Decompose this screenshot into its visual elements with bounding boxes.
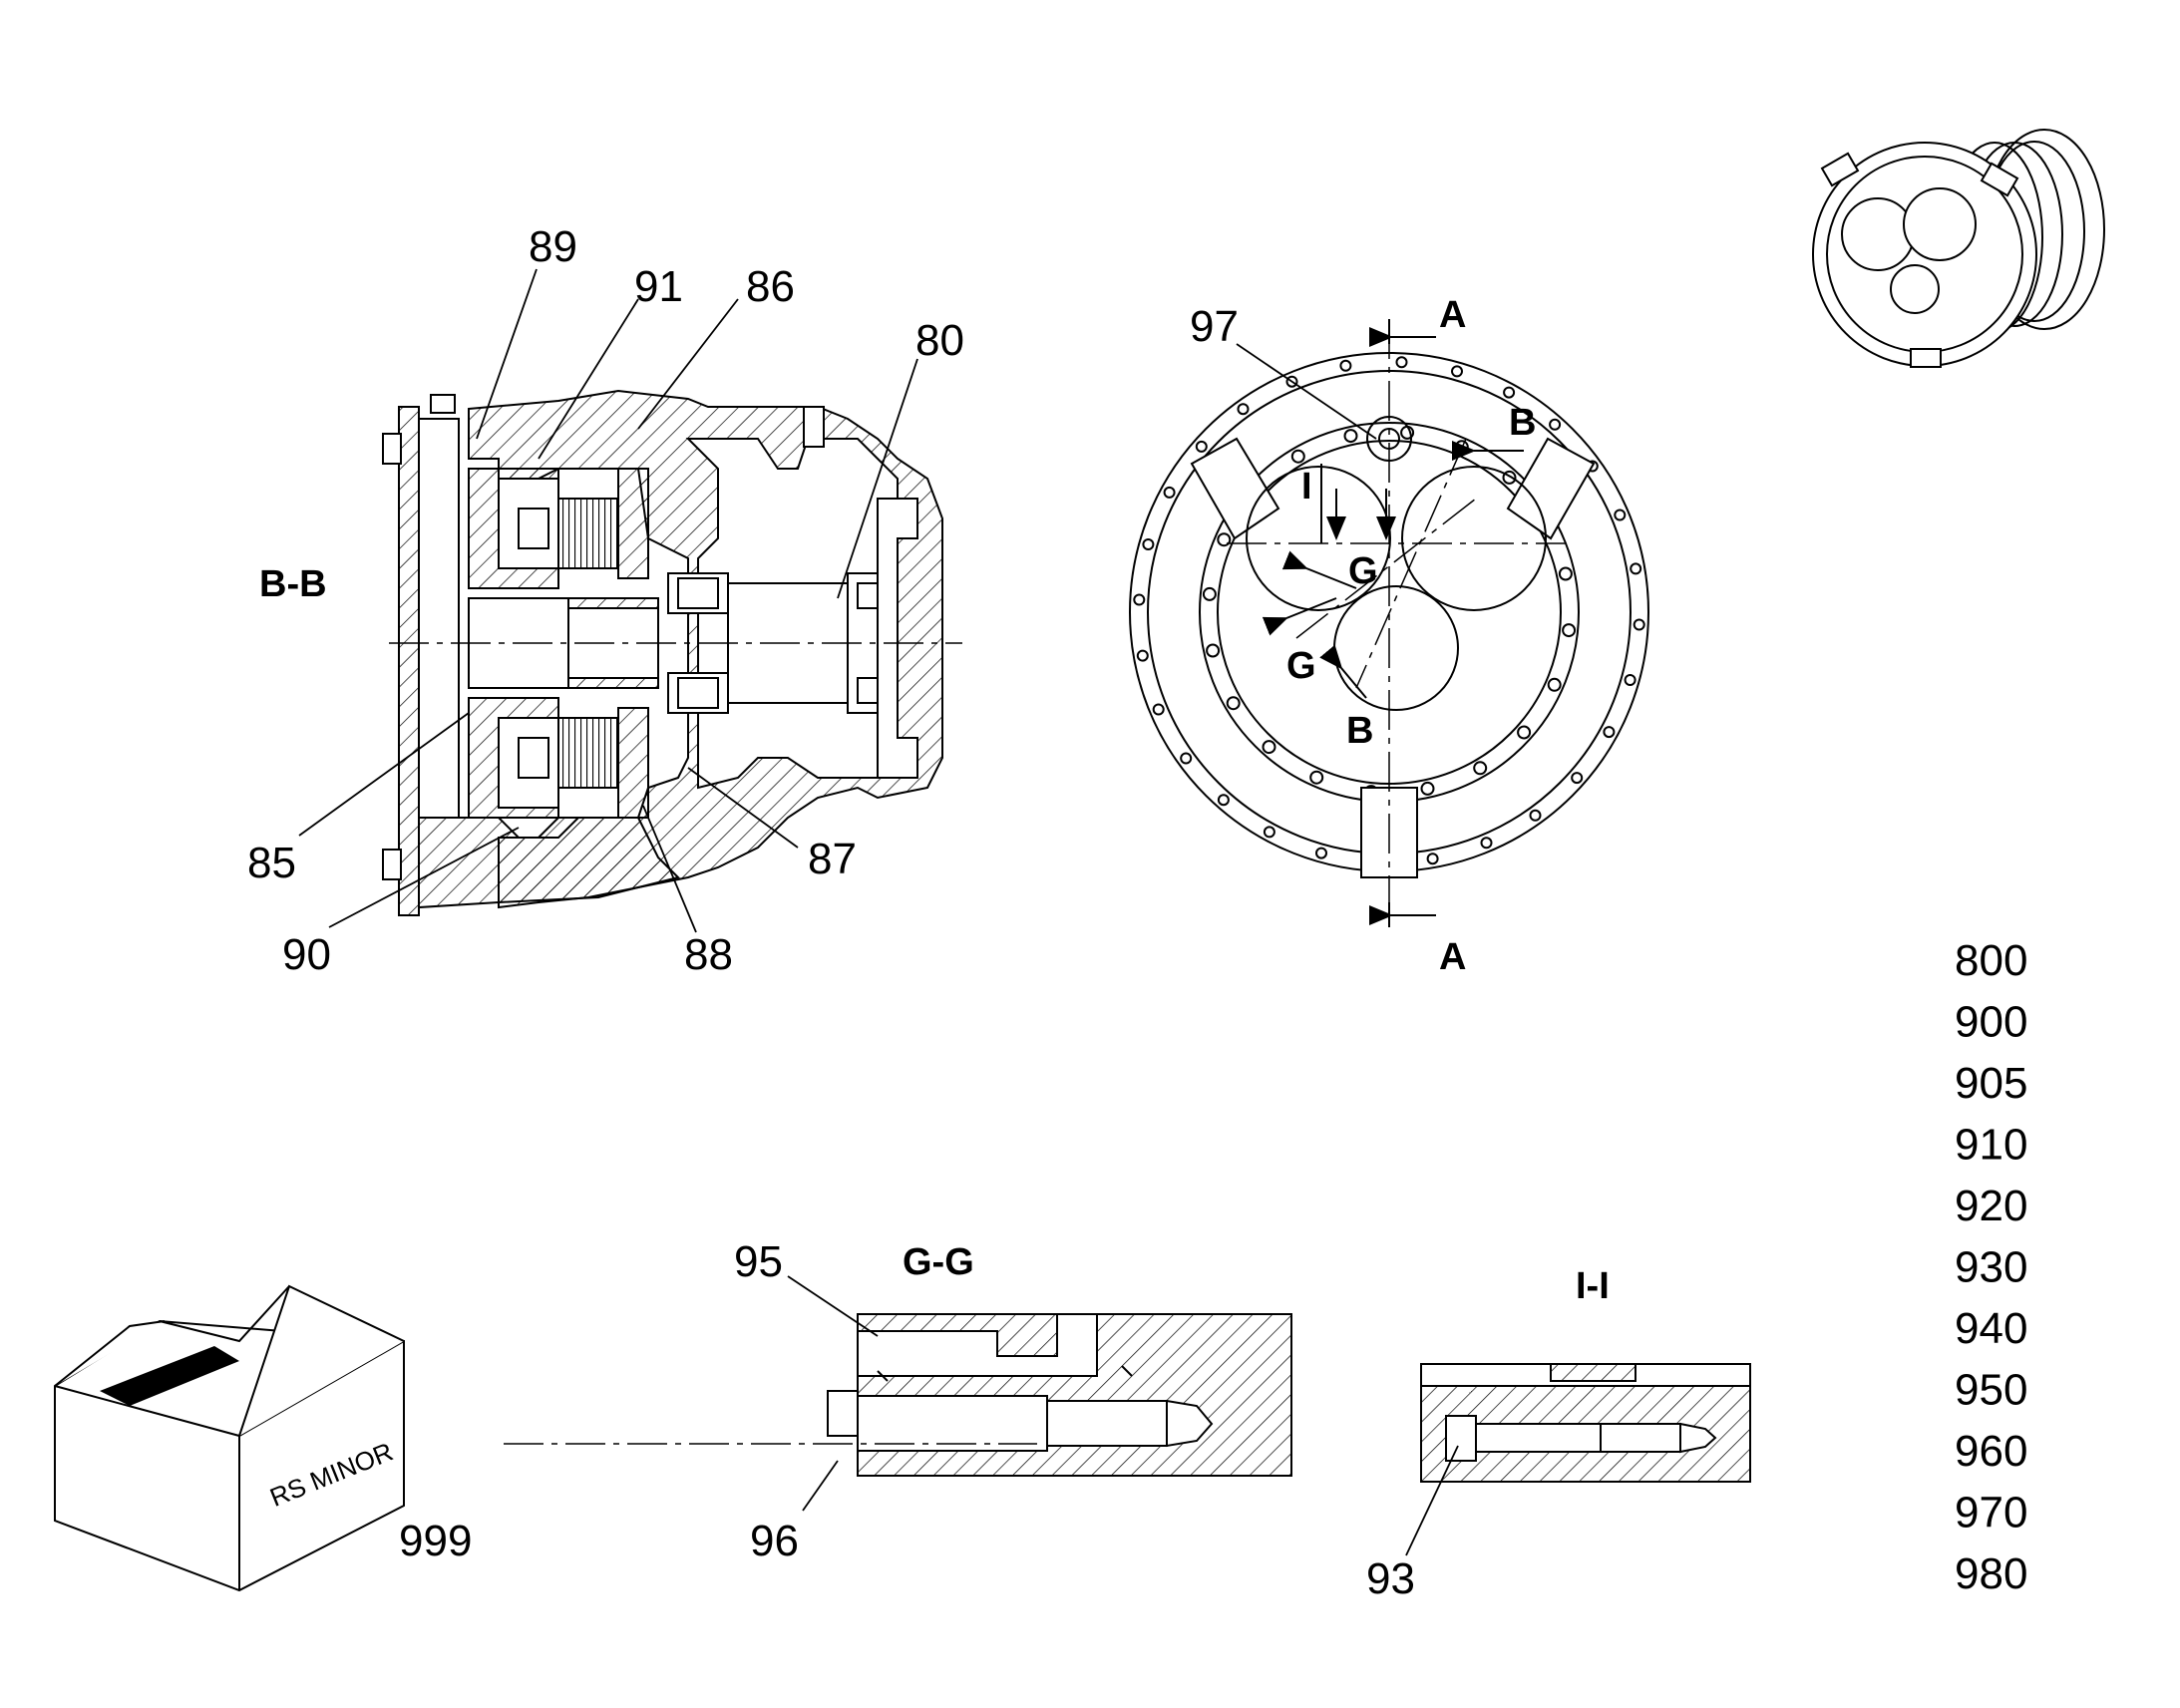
bolt-hole [1562,623,1577,638]
section-gg-view [504,1275,1292,1512]
section-bb-view [298,268,962,933]
part-number-item: 960 [1955,1427,2027,1476]
bolt-hole [1547,677,1562,692]
bolt-hole [1202,586,1217,601]
bolt-hole [1262,740,1276,755]
outer-bolt-holes [1133,356,1645,868]
bolt-hole [1315,847,1327,859]
bolt-hole [1206,643,1221,658]
package-box-icon [54,1284,405,1592]
part-number-item: 950 [1955,1366,2027,1415]
bolt-hole [1152,703,1165,716]
part-number-item: 905 [1955,1059,2027,1108]
callout-999: 999 [399,1517,472,1565]
callout-93: 93 [1366,1554,1415,1603]
bolt-hole [1603,726,1616,739]
section-ii-view [1405,1363,1751,1556]
callout-88: 88 [684,930,733,979]
bolt-hole [1517,725,1532,740]
bolt-hole [1480,837,1493,850]
bolt-hole [1142,538,1155,550]
bolt-hole [1217,794,1230,807]
part-number-item: 970 [1955,1489,2027,1537]
callout-80: 80 [915,316,964,365]
bolt-hole [1163,486,1176,499]
bolt-hole [1226,696,1241,711]
bolt-hole [1420,781,1435,796]
part-number-item: 920 [1955,1182,2027,1230]
section-label-bb: B-B [259,563,327,605]
bolt-hole [1571,772,1584,785]
callout-95: 95 [734,1237,783,1286]
bolt-hole [1217,532,1232,547]
callout-89: 89 [529,222,577,271]
part-number-item: 980 [1955,1549,2027,1598]
cut-mark-g-upper: G [1348,550,1378,592]
bolt-hole [1426,853,1439,865]
part-number-item: 940 [1955,1304,2027,1353]
callout-97: 97 [1190,302,1239,351]
bolt-hole [1473,761,1488,776]
bolt-hole [1633,618,1645,631]
part-number-item: 800 [1955,936,2027,985]
bolt-hole [1549,418,1562,431]
motor-3d-icon [1812,129,2105,368]
bolt-hole [1624,674,1636,686]
part-number-item: 900 [1955,998,2027,1047]
bolt-hole [1133,593,1146,606]
bolt-hole [1503,386,1516,399]
end-view [1129,319,1649,927]
section-label-gg: G-G [903,1241,974,1283]
bolt-hole [1395,356,1408,369]
section-label-ii: I-I [1576,1265,1610,1307]
callout-96: 96 [750,1517,799,1565]
bolt-hole [1339,359,1352,372]
bolt-hole [1614,509,1627,521]
bolt-hole [1290,449,1305,464]
part-number-item: 930 [1955,1243,2027,1292]
callout-90: 90 [282,930,331,979]
part-number-list: 800 900 905 910 920 930 940 950 960 970 980 [1955,936,2027,1598]
cut-mark-b-top: B [1509,402,1536,444]
cut-mark-a-top: A [1439,294,1466,336]
bolt-hole [1558,566,1573,581]
cut-mark-a-bottom: A [1439,936,1466,978]
callout-91: 91 [634,262,683,311]
cut-mark-g-lower: G [1286,645,1316,687]
bolt-hole [1136,649,1149,662]
cut-mark-b-bottom: B [1346,710,1373,752]
bolt-hole [1237,403,1250,416]
callout-86: 86 [746,262,795,311]
part-number-item: 910 [1955,1121,2027,1170]
bolt-hole [1630,562,1642,575]
cut-mark-i: I [1301,466,1312,508]
bolt-hole [1502,470,1517,485]
bolt-hole [1529,809,1542,822]
bolt-hole [1263,826,1275,839]
callout-87: 87 [808,835,857,883]
bolt-hole [1343,429,1358,444]
callout-85: 85 [247,839,296,887]
bolt-hole [1195,440,1208,453]
bolt-hole [1309,770,1324,785]
bolt-hole [1451,365,1463,378]
bolt-hole [1180,752,1193,765]
bolt-hole [1285,375,1298,388]
